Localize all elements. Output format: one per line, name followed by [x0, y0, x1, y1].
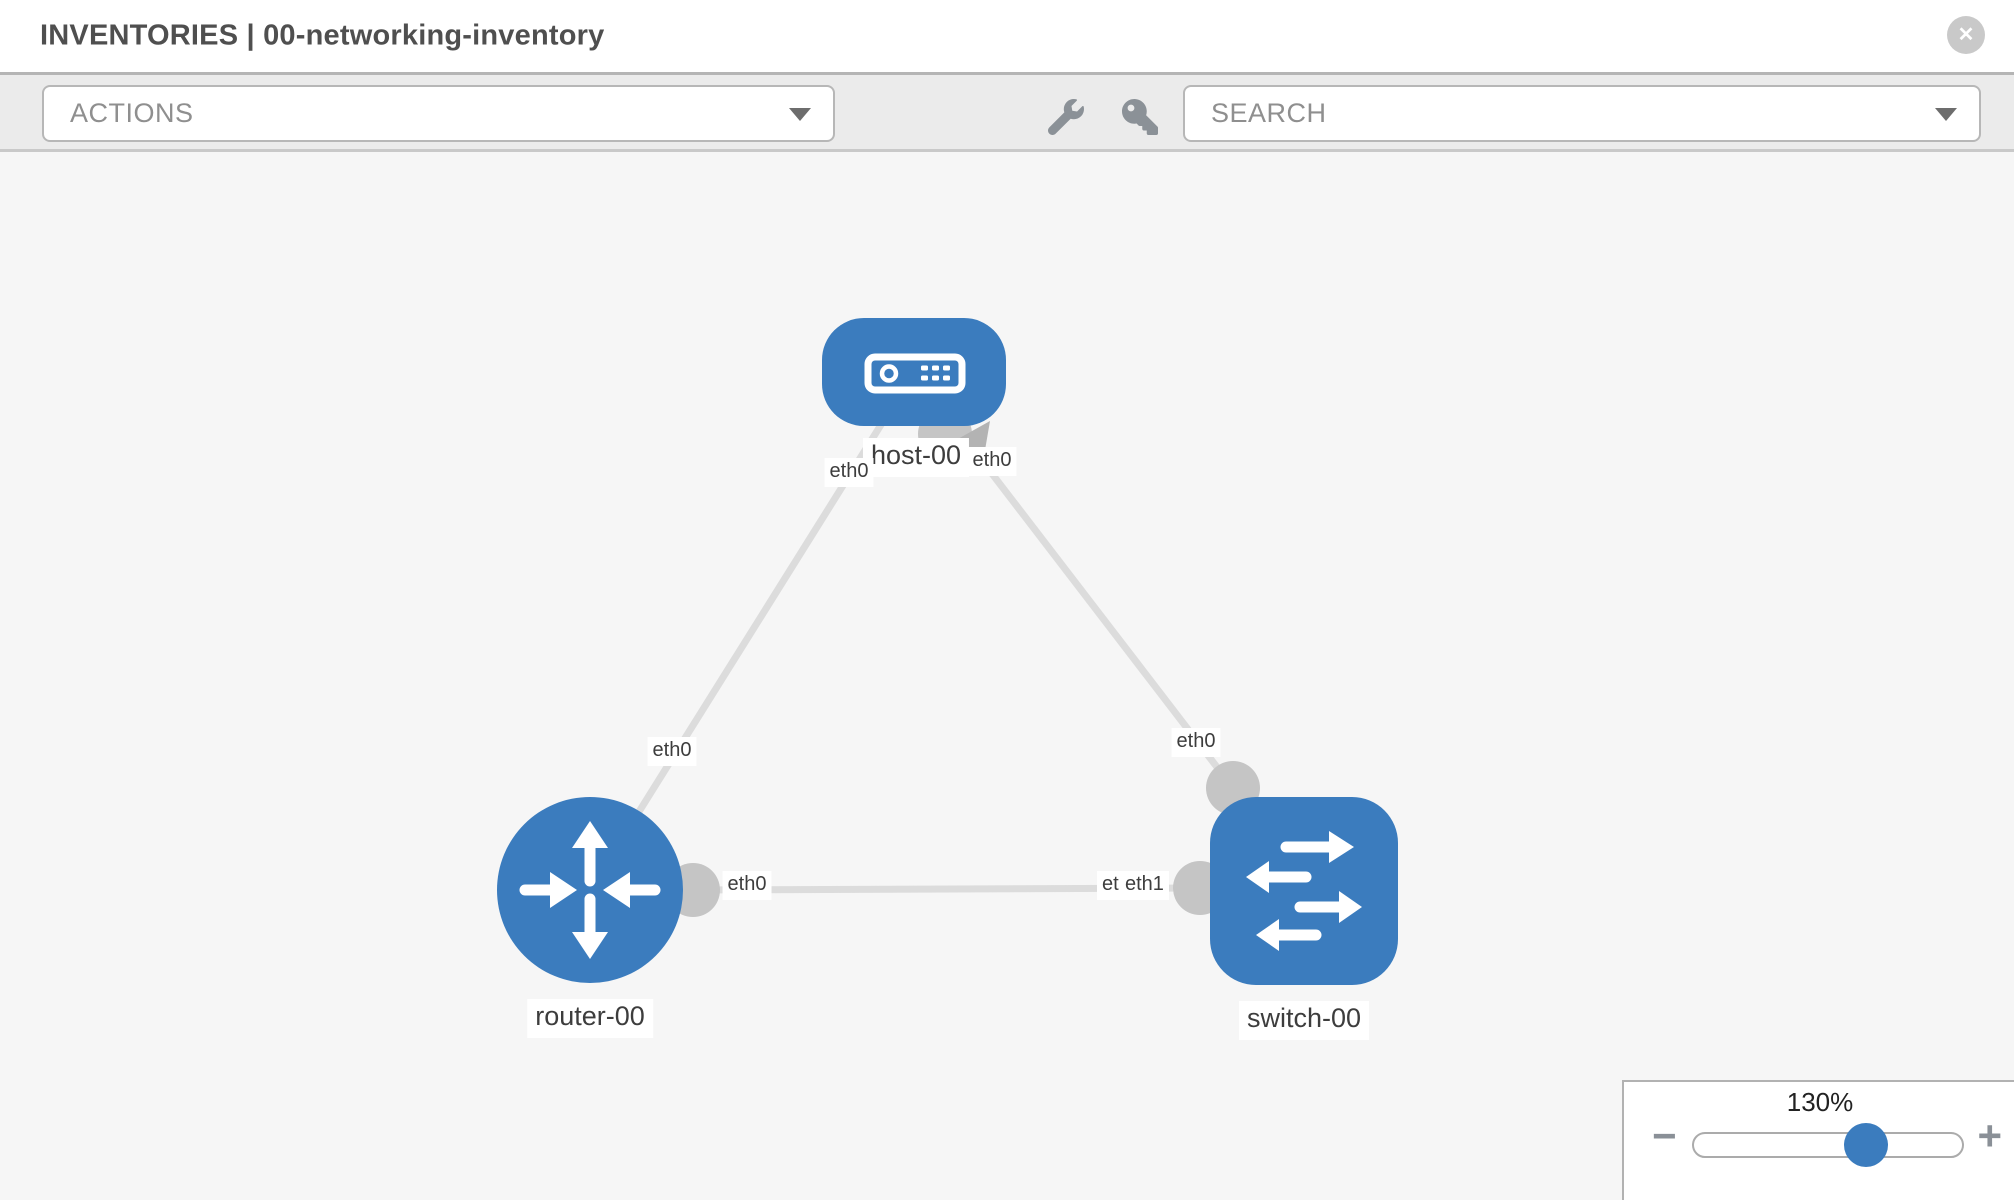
iface-label-host-to-router: eth0	[824, 458, 874, 487]
topology-canvas[interactable]	[0, 152, 2014, 1200]
switch-icon	[1246, 831, 1362, 951]
node-label-router: router-00	[527, 999, 653, 1038]
close-icon[interactable]: ✕	[1947, 16, 1985, 54]
zoom-slider-knob[interactable]	[1844, 1123, 1888, 1167]
chevron-down-icon	[789, 107, 811, 121]
node-router-00[interactable]	[497, 797, 683, 983]
header: INVENTORIES | 00-networking-inventory ✕	[0, 0, 2014, 72]
iface-label-host-to-switch: eth0	[967, 447, 1017, 476]
node-switch-00[interactable]	[1210, 797, 1398, 985]
iface-label-switch-from-host: eth0	[1171, 728, 1221, 757]
iface-label-switch-mid-over: eth1	[1120, 871, 1169, 900]
zoom-level: 130%	[1786, 1087, 1854, 1117]
search-dropdown[interactable]: SEARCH	[1183, 85, 1981, 142]
page-title: INVENTORIES | 00-networking-inventory	[40, 19, 605, 52]
configure-button[interactable]	[1044, 95, 1088, 139]
host-icon	[864, 353, 966, 394]
actions-dropdown-label: ACTIONS	[70, 98, 194, 128]
router-icon	[519, 821, 661, 959]
node-label-host: host-00	[862, 438, 970, 477]
credentials-button[interactable]	[1118, 95, 1162, 139]
zoom-out-button[interactable]: −	[1652, 1112, 1677, 1159]
key-icon	[1122, 99, 1158, 135]
actions-dropdown[interactable]: ACTIONS	[42, 85, 835, 142]
node-label-switch: switch-00	[1238, 1001, 1370, 1040]
zoom-panel: 130% − +	[1622, 1080, 2014, 1200]
wrench-icon	[1048, 99, 1084, 135]
chevron-down-icon	[1935, 107, 1957, 121]
iface-label-router-to-switch: eth0	[722, 871, 772, 900]
search-dropdown-label: SEARCH	[1211, 98, 1327, 128]
iface-label-router-from-host: eth0	[647, 737, 697, 766]
toolbar: ACTIONS SEARCH	[0, 72, 2014, 152]
zoom-in-button[interactable]: +	[1977, 1112, 2002, 1159]
zoom-slider[interactable]	[1692, 1123, 1964, 1167]
node-host-00[interactable]	[822, 318, 1006, 426]
